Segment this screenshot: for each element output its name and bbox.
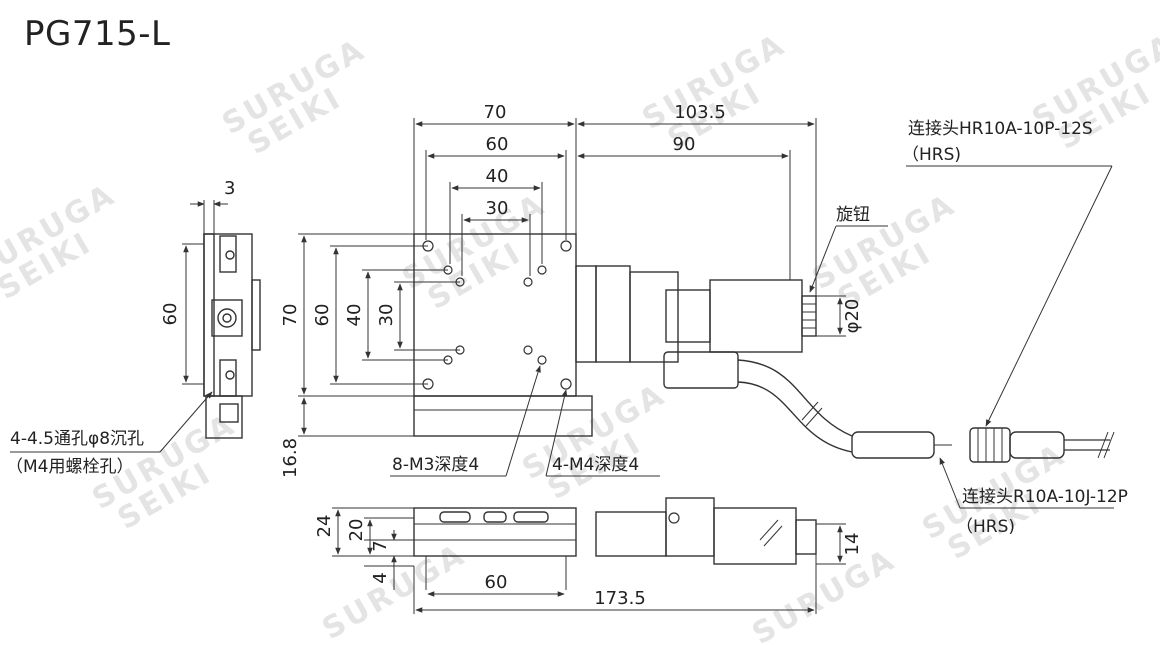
side-bracket [251,279,261,351]
dim-top-40: 40 [486,166,509,187]
watermark-5: SURUGA SEIKI [397,187,552,317]
front-motor [713,507,797,565]
dim-bot-24: 24 [314,515,335,538]
side-motor-box [205,395,243,439]
watermark-2: SURUGA SEIKI [637,27,792,157]
front-slot [483,511,507,523]
hole-label-2: （M4用螺栓孔） [6,457,133,477]
side-view [182,200,261,439]
side-top-block [219,235,237,273]
top-view [298,118,1115,509]
watermark-text: SURUGA [747,542,902,645]
side-knob [217,308,237,328]
stage-motor-mid [665,289,711,343]
front-stage [413,507,577,557]
dim-top-103-5: 103.5 [674,102,726,123]
watermark-3: SURUGA SEIKI [1027,27,1160,157]
dim-bot-60: 60 [485,572,508,593]
hole-leader [10,391,213,453]
front-knob [795,519,817,555]
front-view [332,497,846,614]
watermark-10: SURUGA [317,537,472,645]
side-screw [225,250,235,260]
dim-bot-20: 20 [346,519,367,542]
side-motor-inner [219,403,239,423]
dim-side-60: 60 [160,303,181,326]
cable-connector-female [969,427,1011,463]
watermark-text: SURUGA [317,537,472,645]
mounting-holes [422,240,572,390]
dim-left-70: 70 [280,304,301,327]
side-knob-housing [211,299,243,337]
dim-top-60: 60 [486,134,509,155]
dim-top-30: 30 [486,198,509,219]
side-screw [225,370,235,380]
front-coupler [595,511,667,557]
connector-top-label-2: （HRS) [902,145,961,165]
dim-bot-4: 4 [370,572,391,583]
dim-bot-14: 14 [842,533,863,556]
dim-left-40: 40 [344,304,365,327]
dim-bot-7: 7 [370,540,391,551]
dim-knob-phi20: φ20 [842,299,863,334]
hole-label-1: 4-4.5通孔φ8沉孔 [10,429,144,449]
watermark-8: SURUGA SEIKI [517,377,672,507]
knob-body [801,295,817,337]
cable-connector-male [851,431,935,459]
dim-bot-173-5: 173.5 [594,588,646,609]
stage-housing [595,265,631,363]
connector-bot-label-2: （HRS) [956,517,1015,537]
dim-left-60: 60 [312,304,333,327]
front-slot [439,511,471,523]
dim-left-30: 30 [376,304,397,327]
front-slot [513,511,549,523]
dim-top-70: 70 [484,102,507,123]
motor-body [709,279,803,353]
watermark-6: SURUGA SEIKI [807,187,962,317]
stage-base [413,395,593,437]
connector-bot-label-1: 连接头R10A-10J-12P [962,487,1128,507]
tap-m4-label: 4-M4深度4 [552,455,639,475]
dim-side-3: 3 [224,178,235,199]
connector-top-label-1: 连接头HR10A-10P-12S [908,119,1093,139]
tap-m3-label: 8-M3深度4 [392,455,479,475]
watermark-1: SURUGA SEIKI [217,32,372,162]
stage-motor-front [629,271,679,363]
front-motor-box [665,497,715,557]
dim-top-90: 90 [673,134,696,155]
connector-block [663,351,739,389]
knob-label: 旋钮 [836,205,870,225]
dim-height-16-8: 16.8 [280,438,301,478]
side-knob-center [222,313,232,323]
cable-connector-end [1009,431,1065,459]
stage-coupler [575,265,597,363]
watermark-11: SURUGA [747,542,902,645]
drawing-title: PG715-L [24,14,171,54]
watermark-4: SURUGA SEIKI [0,177,122,307]
